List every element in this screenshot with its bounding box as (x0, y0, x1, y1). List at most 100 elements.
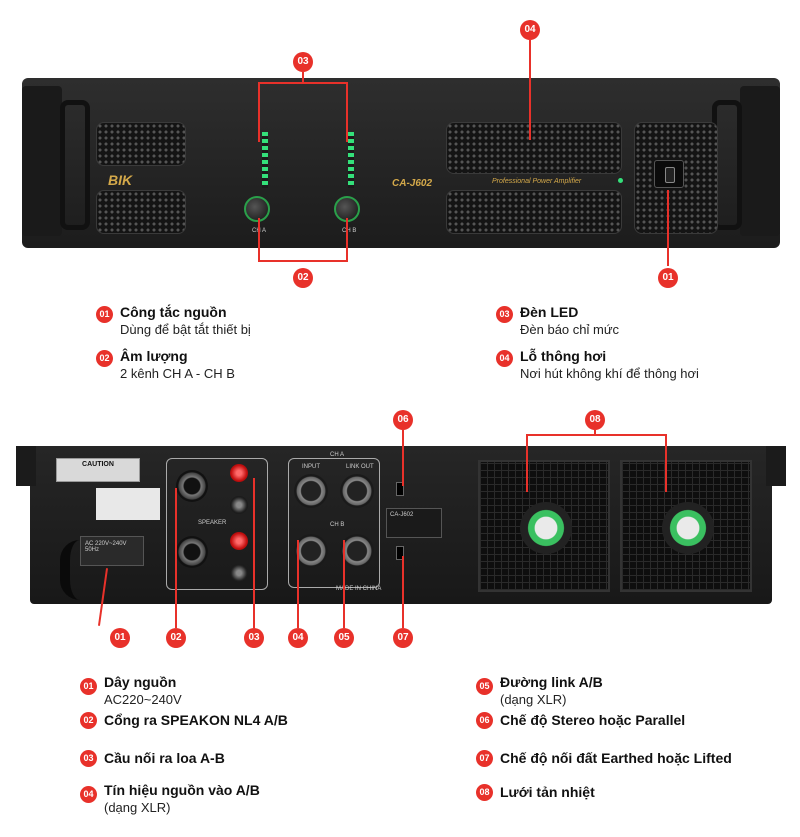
legend-badge: 02 (96, 350, 113, 367)
label-ch-b: CH B (330, 522, 345, 528)
leader-line (297, 540, 299, 628)
input-section (288, 458, 380, 588)
legend-badge: 04 (496, 350, 513, 367)
marker-05-back: 05 (334, 628, 354, 648)
power-switch[interactable] (654, 160, 684, 188)
led-meter-ch-b (348, 132, 354, 188)
leader-line (346, 82, 348, 142)
leader-line (526, 434, 528, 492)
legend-item: 04 Lỗ thông hơi Nơi hút không khí để thô… (496, 348, 699, 381)
legend-desc: Nơi hút không khí để thông hơi (520, 366, 699, 381)
ground-lift-switch[interactable] (396, 546, 404, 560)
legend-desc: AC220~240V (104, 692, 182, 707)
speaker-label: SPEAKER (198, 520, 227, 526)
legend-title: Tín hiệu nguồn vào A/B (104, 782, 260, 798)
marker-02-back: 02 (166, 628, 186, 648)
power-led (618, 178, 623, 183)
power-cord (60, 540, 90, 600)
legend-item: 03 Cầu nối ra loa A-B (80, 750, 225, 767)
legend-title: Lưới tản nhiệt (500, 784, 595, 800)
legend-desc: Dùng để bật tắt thiết bị (120, 322, 251, 337)
legend-title: Lỗ thông hơi (520, 348, 607, 364)
binding-post-black-b[interactable] (230, 564, 248, 582)
legend-item: 04 Tín hiệu nguồn vào A/B (dạng XLR) (80, 782, 260, 815)
legend-title: Âm lượng (120, 348, 188, 364)
rack-ear-left (16, 446, 36, 486)
legend-item: 03 Đèn LED Đèn báo chỉ mức (496, 304, 619, 337)
leader-line (302, 72, 304, 82)
vent-grill-center-bottom (446, 190, 622, 234)
legend-title: Đường link A/B (500, 674, 603, 690)
leader-line (343, 540, 345, 628)
marker-02-front: 02 (293, 268, 313, 288)
leader-line (258, 82, 346, 84)
legend-item: 01 Dây nguồn AC220~240V (80, 674, 182, 707)
legend-item: 07 Chế độ nối đất Earthed hoặc Lifted (476, 750, 732, 767)
model-label: CA-J602 (392, 178, 433, 189)
volume-knob-ch-a[interactable] (244, 196, 270, 222)
legend-badge: 03 (80, 750, 97, 767)
legend-badge: 06 (476, 712, 493, 729)
leader-line (594, 430, 596, 434)
rack-ear-left (22, 86, 62, 236)
leader-line (258, 82, 260, 142)
legend-desc: (dạng XLR) (500, 692, 567, 707)
leader-line (175, 488, 177, 628)
legend-desc: (dạng XLR) (104, 800, 171, 815)
vent-grill-bottom-left (96, 190, 186, 234)
marker-08-back: 08 (585, 410, 605, 430)
binding-post-red-b[interactable] (230, 532, 248, 550)
caution-label: CAUTION (56, 458, 140, 482)
stereo-parallel-switch[interactable] (396, 482, 404, 496)
binding-post-black-a[interactable] (230, 496, 248, 514)
xlr-link-out-b[interactable] (340, 534, 374, 568)
legend-item: 06 Chế độ Stereo hoặc Parallel (476, 712, 686, 729)
leader-line (402, 556, 404, 628)
leader-line (529, 40, 531, 140)
legend-title: Dây nguồn (104, 674, 177, 690)
marker-01-front: 01 (658, 268, 678, 288)
legend-badge: 01 (80, 678, 97, 695)
binding-post-red-a[interactable] (230, 464, 248, 482)
legend-item: 02 Âm lượng 2 kênh CH A - CH B (96, 348, 235, 381)
vent-grill-center-top (446, 122, 622, 174)
amplifier-front-panel: BIK CH A CH B CA-J602 Professional Power… (22, 78, 780, 248)
speakon-output-b[interactable] (176, 536, 208, 568)
marker-04-back: 04 (288, 628, 308, 648)
leader-line (526, 434, 666, 436)
marker-03-back: 03 (244, 628, 264, 648)
legend-item: 08 Lưới tản nhiệt (476, 784, 595, 801)
marker-03-front: 03 (293, 52, 313, 72)
vent-grill-top-left (96, 122, 186, 166)
tagline-label: Professional Power Amplifier (492, 178, 582, 185)
legend-item: 01 Công tắc nguồn Dùng để bật tắt thiết … (96, 304, 251, 337)
marker-06-back: 06 (393, 410, 413, 430)
legend-badge: 01 (96, 306, 113, 323)
speakon-output-a[interactable] (176, 470, 208, 502)
legend-badge: 08 (476, 784, 493, 801)
label-ch-a: CH A (330, 452, 345, 458)
legend-title: Chế độ nối đất Earthed hoặc Lifted (500, 750, 732, 766)
legend-badge: 04 (80, 786, 97, 803)
xlr-link-out-a[interactable] (340, 474, 374, 508)
legend-badge: 07 (476, 750, 493, 767)
label-ch-b: CH B (342, 228, 357, 234)
brand-logo: BIK (108, 172, 133, 188)
xlr-input-a[interactable] (294, 474, 328, 508)
legend-title: Cầu nối ra loa A-B (104, 750, 225, 766)
xlr-input-b[interactable] (294, 534, 328, 568)
legend-title: Chế độ Stereo hoặc Parallel (500, 712, 686, 728)
leader-line (402, 430, 404, 486)
made-in-label: MADE IN CHINA (336, 586, 382, 592)
cooling-fan-right (620, 460, 752, 592)
amplifier-back-panel: CAUTION AC 220V~240V 50Hz SPEAKER CH A I… (16, 446, 786, 604)
leader-line (665, 434, 667, 492)
led-meter-ch-a (262, 132, 268, 188)
legend-item: 02 Cổng ra SPEAKON NL4 A/B (80, 712, 288, 729)
label-input-a: INPUT (302, 464, 320, 470)
serial-sticker (96, 488, 160, 520)
legend-title: Công tắc nguồn (120, 304, 227, 320)
legend-badge: 02 (80, 712, 97, 729)
legend-desc: Đèn báo chỉ mức (520, 322, 620, 337)
legend-badge: 05 (476, 678, 493, 695)
